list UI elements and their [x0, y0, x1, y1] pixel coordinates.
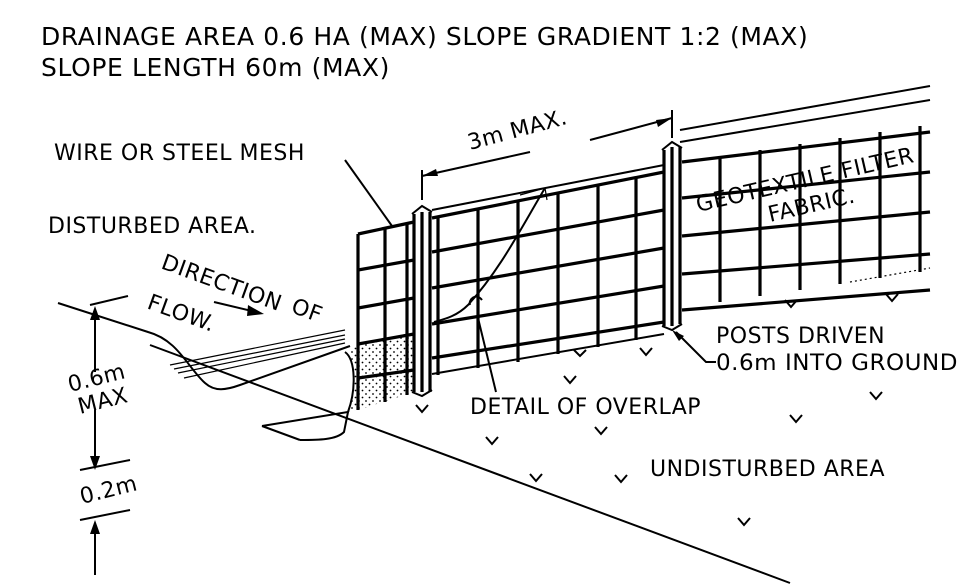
- disturbed-area-label: DISTURBED AREA.: [48, 214, 257, 239]
- filter-fabric-right: [679, 85, 931, 312]
- title-line-1: DRAINAGE AREA 0.6 HA (MAX) SLOPE GRADIEN…: [41, 22, 808, 51]
- fence-post-left: [411, 204, 433, 398]
- flow-arrow: [213, 301, 264, 316]
- undisturbed-ground-marks: [415, 293, 899, 527]
- filter-fabric-panel: [431, 164, 665, 375]
- height-dimension: 0.6m MAX 0.2m: [65, 306, 140, 575]
- direction-label-2: OF: [288, 294, 326, 328]
- fence-post-right: [661, 140, 683, 332]
- posts-driven-label-1: POSTS DRIVEN: [716, 324, 885, 349]
- posts-driven-label-2: 0.6m INTO GROUND: [716, 351, 958, 376]
- leader-lines: [344, 159, 716, 393]
- title-line-2: SLOPE LENGTH 60m (MAX): [41, 53, 390, 82]
- wire-mesh-label: WIRE OR STEEL MESH: [54, 141, 305, 166]
- ground-profile: [57, 295, 791, 584]
- post-spacing-label: 3m MAX.: [465, 105, 570, 156]
- depth-label: 0.2m: [77, 471, 140, 509]
- wire-mesh: [356, 220, 415, 410]
- direction-label-3: FLOW.: [144, 290, 218, 337]
- overlap-label: DETAIL OF OVERLAP: [470, 395, 701, 420]
- undisturbed-area-label: UNDISTURBED AREA: [650, 457, 885, 482]
